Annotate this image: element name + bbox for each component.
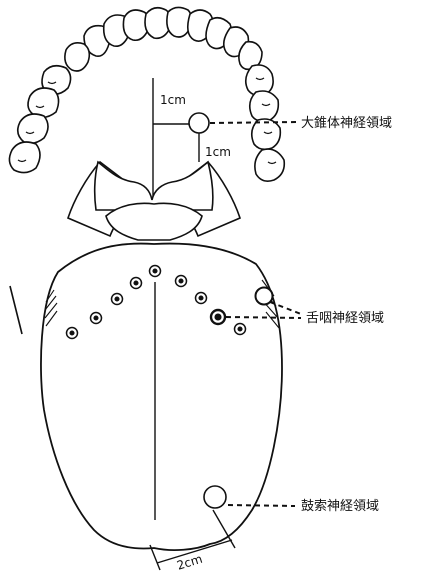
dimension-tip: 2cm (175, 552, 204, 573)
label-chorda-tympani: 鼓索神経領域 (301, 498, 379, 514)
glossopharyngeal-leader-lower (226, 317, 301, 318)
right-molar (252, 119, 281, 149)
chorda-tympani-leader (228, 505, 295, 506)
tongue-outline (41, 244, 282, 551)
greater-palatine-leader (210, 122, 298, 123)
right-molar (250, 91, 279, 121)
dimension-vertical: 1cm (205, 145, 231, 159)
label-greater-palatine: 大錐体神経領域 (301, 115, 392, 131)
left-molar (18, 114, 48, 143)
label-glossopharyngeal: 舌咽神経領域 (306, 310, 384, 326)
greater-palatine-point (189, 113, 209, 133)
uvula (106, 203, 202, 240)
glossopharyngeal-point (256, 288, 273, 305)
front-tooth (65, 43, 89, 71)
dimension-horizontal: 1cm (160, 93, 186, 107)
upper-dental-arch (9, 7, 284, 181)
left-margin-line (10, 286, 22, 334)
right-molar (255, 149, 284, 181)
left-molar (9, 142, 40, 173)
chorda-tympani-point (204, 486, 226, 508)
left-molar (28, 88, 59, 117)
